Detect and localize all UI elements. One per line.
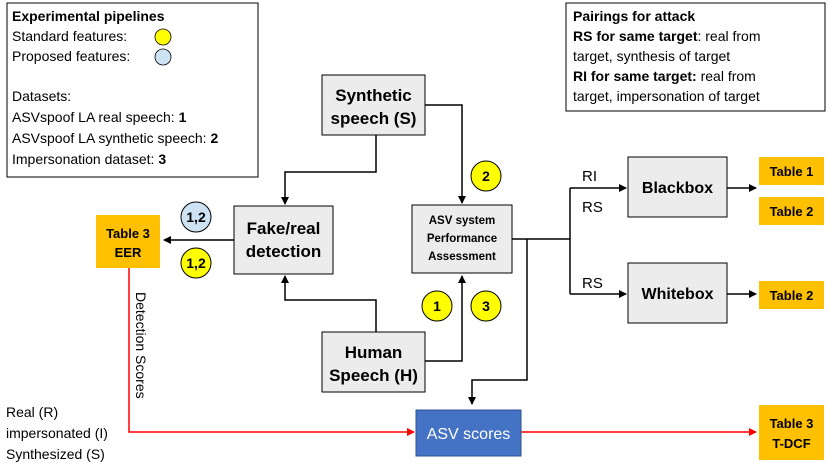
circle-dataset-3: 3 xyxy=(470,290,502,322)
svg-text:Synthetic: Synthetic xyxy=(335,86,412,105)
legend-standard-label: Standard features: xyxy=(12,28,127,44)
standard-features-swatch xyxy=(154,28,172,46)
circle-dataset-2: 2 xyxy=(470,160,502,192)
svg-text:1,2: 1,2 xyxy=(186,209,206,225)
pairings-title: Pairings for attack xyxy=(573,8,695,24)
pairing-rs-line2: target, synthesis of target xyxy=(573,48,730,64)
svg-text:Table 2: Table 2 xyxy=(770,288,814,303)
whitebox-box: Whitebox xyxy=(627,262,728,324)
label-impersonated: impersonated (I) xyxy=(6,425,108,441)
connectors xyxy=(163,104,757,405)
svg-text:speech (S): speech (S) xyxy=(331,109,417,128)
svg-text:Human: Human xyxy=(345,343,403,362)
svg-text:T-DCF: T-DCF xyxy=(772,436,810,451)
legend-box: Experimental pipelines Standard features… xyxy=(6,2,259,178)
svg-text:Table 3: Table 3 xyxy=(106,226,150,241)
svg-text:Table 1: Table 1 xyxy=(770,164,814,179)
label-rs-whitebox: RS xyxy=(582,275,603,292)
label-rs-blackbox: RS xyxy=(582,199,603,216)
table3-tdcf-box: Table 3 T-DCF xyxy=(759,405,824,460)
asv-scores-box: ASV scores xyxy=(415,409,522,457)
pairing-ri-line2: target, impersonation of target xyxy=(573,88,760,104)
svg-text:1,2: 1,2 xyxy=(186,255,206,271)
svg-text:EER: EER xyxy=(115,245,142,260)
circle-standard-1-2: 1,2 xyxy=(180,247,212,279)
pairing-ri: RI for same target: real from xyxy=(573,68,756,84)
circle-dataset-1: 1 xyxy=(421,290,453,322)
svg-text:Table 3: Table 3 xyxy=(770,416,814,431)
label-real: Real (R) xyxy=(6,404,58,420)
svg-text:2: 2 xyxy=(482,168,490,184)
blackbox-box: Blackbox xyxy=(627,156,728,218)
legend-title: Experimental pipelines xyxy=(12,8,165,24)
dataset-1: ASVspoof LA real speech: 1 xyxy=(12,109,187,125)
svg-text:ASV scores: ASV scores xyxy=(427,426,511,443)
svg-text:Assessment: Assessment xyxy=(428,251,496,263)
svg-text:ASV system: ASV system xyxy=(429,215,495,227)
pairings-box: Pairings for attack RS for same target: … xyxy=(565,2,826,112)
label-synthesized: Synthesized (S) xyxy=(6,446,105,462)
svg-text:Fake/real: Fake/real xyxy=(247,219,321,238)
fake-real-detection-box: Fake/real detection xyxy=(233,205,334,275)
dataset-2: ASVspoof LA synthetic speech: 2 xyxy=(12,130,218,146)
svg-text:Whitebox: Whitebox xyxy=(642,286,714,303)
table2-blackbox-box: Table 2 xyxy=(759,197,824,225)
svg-text:detection: detection xyxy=(246,242,322,261)
svg-text:3: 3 xyxy=(482,298,490,314)
svg-text:Performance: Performance xyxy=(427,233,497,245)
svg-text:Speech (H): Speech (H) xyxy=(329,366,418,385)
synthetic-speech-box: Synthetic speech (S) xyxy=(321,74,426,136)
legend-proposed-label: Proposed features: xyxy=(12,48,130,64)
table3-eer-box: Table 3 EER xyxy=(96,215,160,268)
svg-text:1: 1 xyxy=(433,298,441,314)
label-detection-scores: Detection Scores xyxy=(133,292,149,399)
asv-system-box: ASV system Performance Assessment xyxy=(411,204,513,274)
table1-box: Table 1 xyxy=(759,157,824,185)
detection-score-path xyxy=(128,268,757,436)
datasets-heading: Datasets: xyxy=(12,88,71,104)
table2-whitebox-box: Table 2 xyxy=(759,281,824,309)
svg-text:Blackbox: Blackbox xyxy=(642,180,713,197)
dataset-3: Impersonation dataset: 3 xyxy=(12,151,166,167)
circle-proposed-1-2: 1,2 xyxy=(180,201,212,233)
proposed-features-swatch xyxy=(154,48,172,66)
human-speech-box: Human Speech (H) xyxy=(321,331,426,393)
pairing-rs: RS for same target: real from xyxy=(573,28,761,44)
label-ri: RI xyxy=(582,168,597,185)
svg-text:Table 2: Table 2 xyxy=(770,204,814,219)
